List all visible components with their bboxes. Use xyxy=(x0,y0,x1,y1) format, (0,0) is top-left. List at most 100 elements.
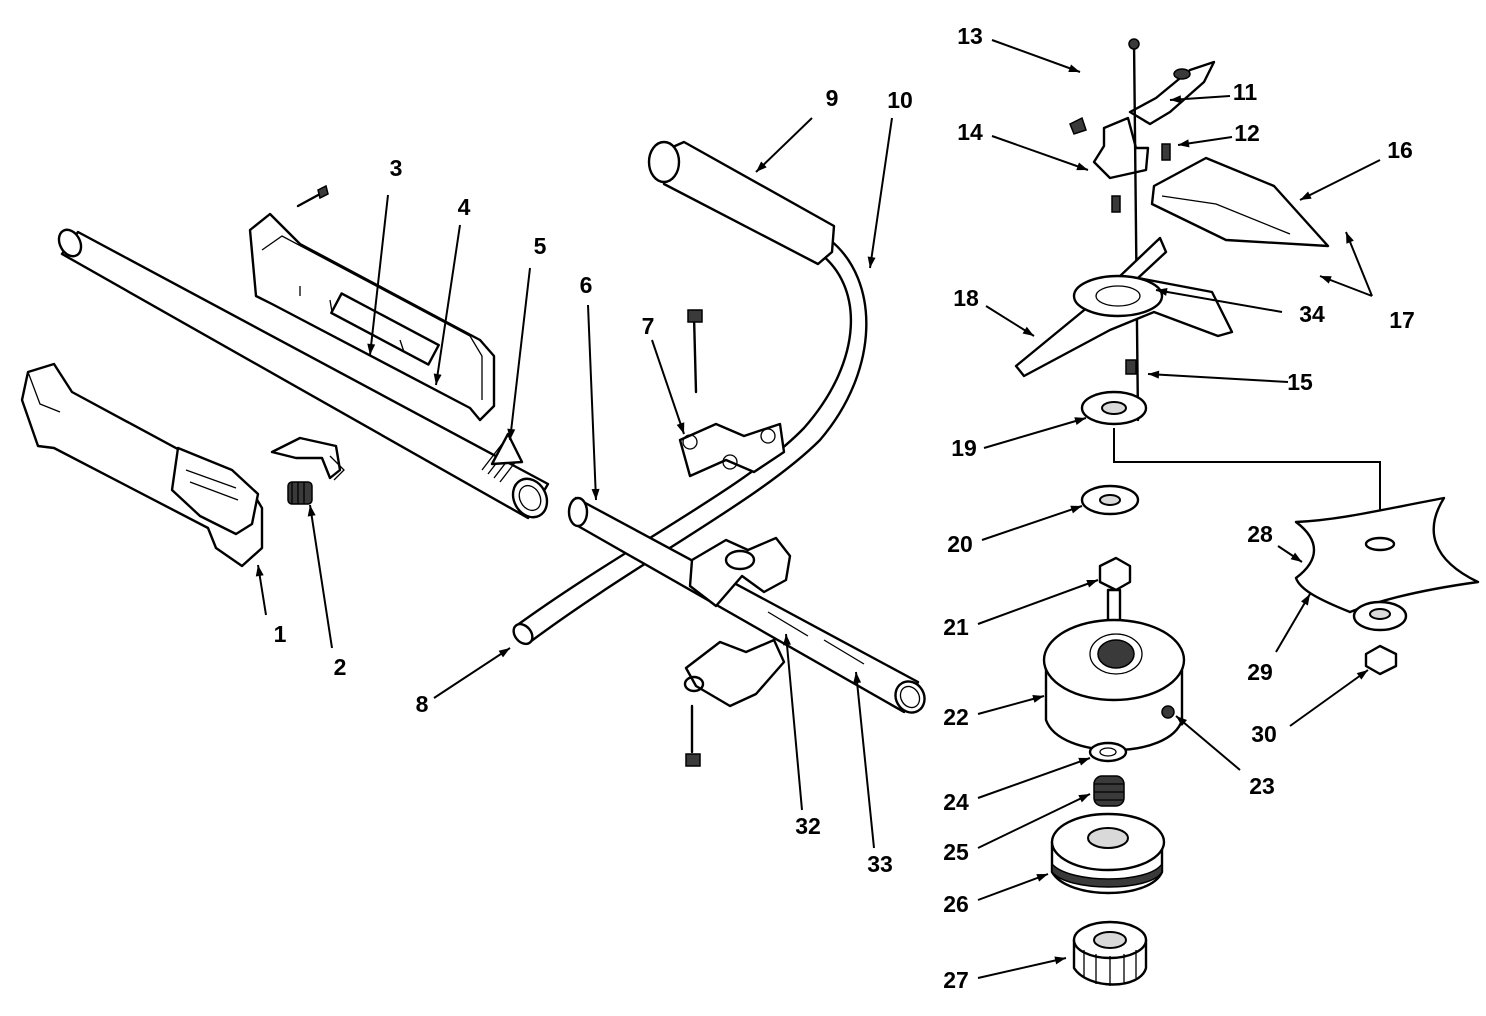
callout-7: 7 xyxy=(642,313,655,339)
leader-line xyxy=(977,873,1049,901)
handle-grip xyxy=(20,362,264,568)
leader-arrowhead xyxy=(1290,552,1302,562)
clip xyxy=(490,432,524,466)
leader-arrowhead xyxy=(1032,695,1044,703)
spool-26 xyxy=(1050,812,1166,895)
leader-arrowhead xyxy=(1074,417,1086,425)
leader-line xyxy=(869,117,893,269)
leader-arrowhead xyxy=(1320,276,1332,284)
leader-arrowhead xyxy=(255,565,264,577)
leader-line xyxy=(435,224,461,386)
leader-arrowhead xyxy=(1156,287,1168,296)
leader-arrowhead xyxy=(783,634,791,646)
callout-30: 30 xyxy=(1251,721,1277,747)
washer-19 xyxy=(1080,390,1148,426)
leader-arrowhead xyxy=(591,488,600,500)
callout-1: 1 xyxy=(274,621,287,647)
callout-34: 34 xyxy=(1299,301,1325,327)
leader-arrowhead xyxy=(367,343,376,355)
leader-arrowhead xyxy=(498,648,510,658)
leader-line xyxy=(981,505,1083,541)
callout-14: 14 xyxy=(957,119,983,145)
callout-3: 3 xyxy=(390,155,403,181)
leader-arrowhead xyxy=(676,422,685,434)
leader-arrowhead xyxy=(1346,232,1354,244)
callout-11: 11 xyxy=(1233,79,1258,105)
leader-lines xyxy=(255,39,1381,979)
callout-19: 19 xyxy=(951,435,977,461)
leader-line xyxy=(509,267,531,441)
callout-12: 12 xyxy=(1234,120,1260,146)
leader-line xyxy=(983,417,1087,449)
gear-head xyxy=(1069,38,1216,422)
callout-6: 6 xyxy=(580,272,593,298)
leader-line xyxy=(977,695,1045,715)
callout-9: 9 xyxy=(826,85,839,111)
leader-line xyxy=(977,793,1091,849)
callout-23: 23 xyxy=(1249,773,1275,799)
leader-line xyxy=(1289,669,1369,727)
leader-line xyxy=(977,757,1091,799)
leader-arrowhead xyxy=(867,256,876,268)
leader-line xyxy=(1275,593,1311,653)
throttle-trigger xyxy=(270,436,345,481)
callout-26: 26 xyxy=(943,891,969,917)
callout-4: 4 xyxy=(458,194,471,220)
leader-arrowhead xyxy=(1022,326,1034,336)
shield xyxy=(1150,156,1330,248)
spool-cover-27 xyxy=(1072,920,1148,986)
leader-arrowhead xyxy=(1300,594,1310,606)
shield-base xyxy=(1014,236,1234,378)
leader-line xyxy=(977,957,1067,979)
leader-arrowhead xyxy=(1148,370,1160,379)
spring xyxy=(287,481,313,505)
leader-line xyxy=(309,504,333,649)
leader-arrowhead xyxy=(1076,162,1088,171)
leader-arrowhead xyxy=(1170,95,1182,104)
callout-18: 18 xyxy=(953,285,979,311)
housing xyxy=(248,184,496,422)
leader-arrowhead xyxy=(1036,874,1048,882)
leader-arrowhead xyxy=(1078,757,1090,766)
callout-8: 8 xyxy=(416,691,429,717)
loop-handle-grip xyxy=(647,140,836,266)
callout-15: 15 xyxy=(1287,369,1313,395)
callout-32: 32 xyxy=(795,813,821,839)
callout-17: 17 xyxy=(1389,307,1415,333)
drive-tube xyxy=(57,228,550,520)
leader-line xyxy=(755,117,813,173)
leader-line xyxy=(651,339,685,435)
callout-16: 16 xyxy=(1387,137,1413,163)
boom-tube xyxy=(567,496,926,714)
clamp-lower xyxy=(683,638,786,767)
nut-30 xyxy=(1364,644,1398,676)
leader-line xyxy=(785,633,803,811)
adapter-29 xyxy=(1352,600,1408,632)
callout-21: 21 xyxy=(943,614,969,640)
leader-line xyxy=(991,135,1089,171)
callout-33: 33 xyxy=(867,851,893,877)
leader-arrowhead xyxy=(1356,670,1368,680)
callout-27: 27 xyxy=(943,967,969,993)
leader-arrowhead xyxy=(756,161,767,172)
leader-arrowhead xyxy=(507,428,516,440)
leader-line xyxy=(369,194,389,356)
leader-line xyxy=(977,579,1099,625)
leader-line xyxy=(433,647,511,699)
leader-line xyxy=(991,39,1081,73)
callout-22: 22 xyxy=(943,704,969,730)
loop-handle-tube xyxy=(512,238,868,646)
leader-arrowhead xyxy=(1176,716,1187,727)
blade-28 xyxy=(1294,496,1480,614)
leader-arrowhead xyxy=(1178,139,1190,148)
leader-arrowhead xyxy=(1086,580,1098,588)
callout-2: 2 xyxy=(334,654,347,680)
leader-line xyxy=(1299,159,1381,201)
leader-arrowhead xyxy=(1300,191,1312,200)
callout-29: 29 xyxy=(1247,659,1273,685)
leader-arrowhead xyxy=(433,373,442,385)
leader-line xyxy=(1345,231,1373,297)
leader-line xyxy=(1175,715,1241,771)
